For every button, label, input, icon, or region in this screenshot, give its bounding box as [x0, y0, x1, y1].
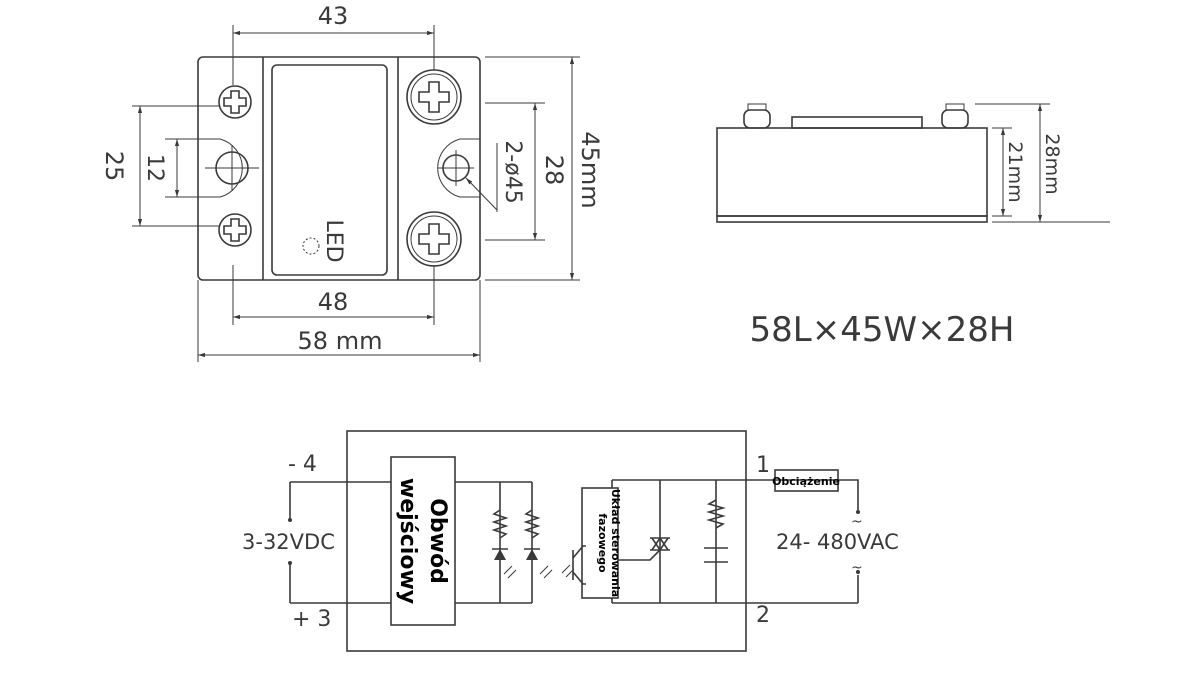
screw-icon	[406, 69, 462, 125]
label-window	[271, 64, 388, 276]
dim-25: 25	[100, 151, 128, 182]
led-label: LED	[321, 219, 346, 262]
terminal-3-label: + 3	[292, 607, 331, 632]
screw-icon	[406, 211, 462, 267]
input-block-label-1: Obwód	[425, 498, 450, 584]
dim-28: 28	[540, 155, 568, 186]
top-view-drawing: 43 48 58 mm 25 12 2-ø45 28 45mm LED	[100, 2, 604, 362]
size-caption: 58L×45W×28H	[750, 310, 1015, 350]
phase-block-label-2: fazowego	[596, 513, 609, 573]
screw-icon	[218, 213, 252, 247]
screw-icon	[218, 85, 252, 119]
dim-48: 48	[318, 288, 349, 316]
dim-43: 43	[318, 2, 349, 30]
dim-12: 12	[142, 154, 167, 182]
dim-21mm: 21mm	[1004, 141, 1026, 202]
load-label: Obciążenie	[772, 475, 840, 488]
capacitor-icon	[704, 547, 728, 563]
resistor-icon	[523, 509, 541, 539]
phototransistor-icon	[572, 545, 586, 585]
ac-symbol: ~	[851, 560, 863, 576]
led-diode-icon	[494, 549, 538, 560]
input-circuit-block	[390, 456, 456, 626]
terminal-4-label: - 4	[288, 452, 317, 477]
relay-body-outline	[197, 56, 481, 281]
mounting-tab	[437, 138, 480, 198]
dim-45mm: 45mm	[576, 131, 604, 208]
screw-icon	[743, 109, 771, 129]
circuit-diagram: - 4 + 3 1 2 3-32VDC 24- 480VAC ~ ~ Obwód…	[242, 430, 899, 652]
relay-housing	[346, 430, 747, 652]
resistor-icon	[491, 509, 509, 539]
input-voltage-label: 3-32VDC	[242, 530, 335, 554]
screw-icon	[941, 109, 969, 129]
led-indicator	[302, 237, 320, 255]
input-block-label-2: wejściowy	[395, 478, 420, 604]
output-voltage-label: 24- 480VAC	[776, 530, 899, 554]
dim-28mm: 28mm	[1041, 133, 1063, 194]
triac-icon	[650, 536, 670, 552]
terminal-1-label: 1	[756, 453, 770, 478]
terminal-2-label: 2	[756, 603, 770, 628]
resistor-icon	[706, 499, 726, 529]
ac-symbol: ~	[851, 514, 863, 530]
hole-spec: 2-ø45	[500, 140, 525, 203]
phase-control-block	[581, 487, 619, 599]
phase-block-label-1: Układ sterowania	[609, 489, 622, 597]
dim-58mm: 58 mm	[298, 327, 383, 355]
side-view-drawing: 21mm 28mm	[716, 103, 1110, 223]
